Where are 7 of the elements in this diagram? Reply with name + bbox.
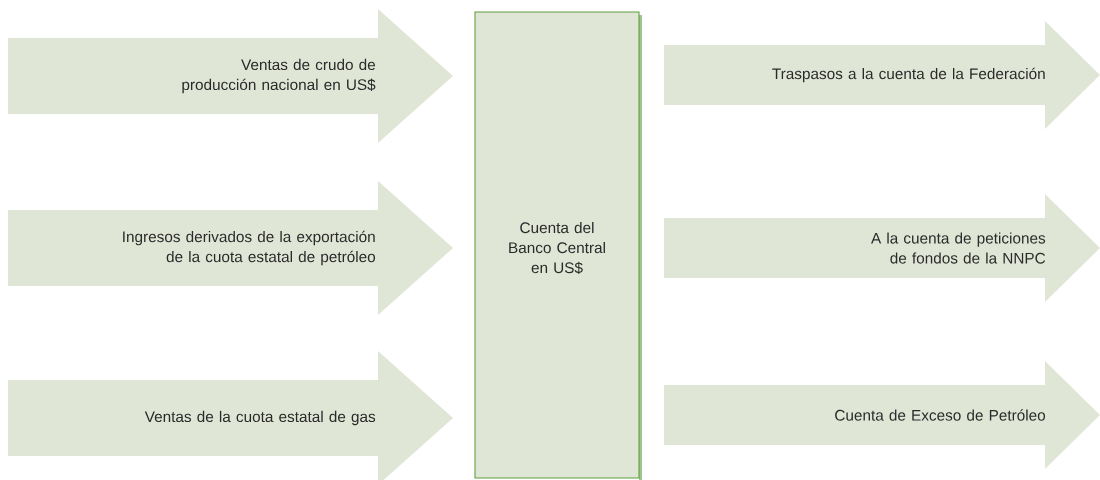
pointed-banner: A la cuenta de peticiones de fondos de la NNPC	[664, 194, 1100, 302]
account-box: Cuenta del Banco Central en US$	[474, 11, 642, 480]
pointed-banner: Traspasos a la cuenta de la Federación	[664, 21, 1100, 129]
pointed-banner: Ingresos derivados de la exportación de la cuota estatal de petróleo	[8, 181, 453, 315]
pointed-banner: Ventas de la cuota estatal de gas	[8, 351, 453, 480]
pointed-banner: Ventas de crudo de producción nacional en US$	[8, 9, 453, 143]
pointed-banner: Cuenta de Exceso de Petróleo	[664, 361, 1100, 469]
